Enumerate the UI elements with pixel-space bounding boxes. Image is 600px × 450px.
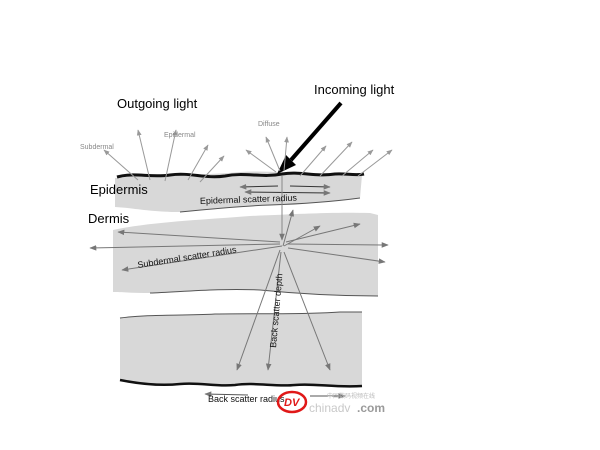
epidermal-scatter-arrows — [239, 184, 331, 196]
layer-edge-line — [179, 197, 361, 213]
back-scatter-radius-label: Back scatter radius — [208, 394, 285, 404]
skin-surface-line — [116, 171, 365, 179]
subdermal-ray-label: Subdermal — [80, 144, 114, 151]
dermis-layer — [113, 212, 378, 296]
watermark-site-tld: .com — [357, 401, 385, 415]
subdermal-scatter-arrows — [89, 209, 389, 272]
epidermal-ray-label: Epidermal — [164, 132, 196, 139]
outgoing-rays — [103, 129, 393, 183]
incoming-light-arrow — [277, 101, 343, 174]
chinadv-watermark: DV 中国数码视频在线 chinadv .com — [276, 390, 385, 415]
layer-edge-line — [119, 311, 362, 319]
epidermis-label: Epidermis — [90, 182, 148, 197]
incoming-light-label: Incoming light — [314, 82, 395, 97]
diffuse-ray-label: Diffuse — [258, 121, 280, 128]
back-scatter-arrows — [236, 249, 331, 371]
outgoing-light-label: Outgoing light — [117, 96, 198, 111]
dermis-label: Dermis — [88, 211, 130, 226]
bottom-edge-line — [119, 378, 363, 388]
watermark-site-name: chinadv — [309, 401, 350, 415]
epidermis-layer — [115, 171, 362, 212]
dv-logo-icon — [276, 390, 308, 414]
subdermal-layer — [120, 312, 362, 387]
layer-edge-line — [149, 288, 379, 297]
watermark-cn-text: 中国数码视频在线 — [327, 392, 375, 400]
dv-logo-text: DV — [284, 397, 301, 409]
epidermal-scatter-radius-label: Epidermal scatter radius — [200, 193, 298, 206]
back-scatter-radius-arrows — [204, 391, 346, 399]
skin-layers — [113, 171, 379, 388]
